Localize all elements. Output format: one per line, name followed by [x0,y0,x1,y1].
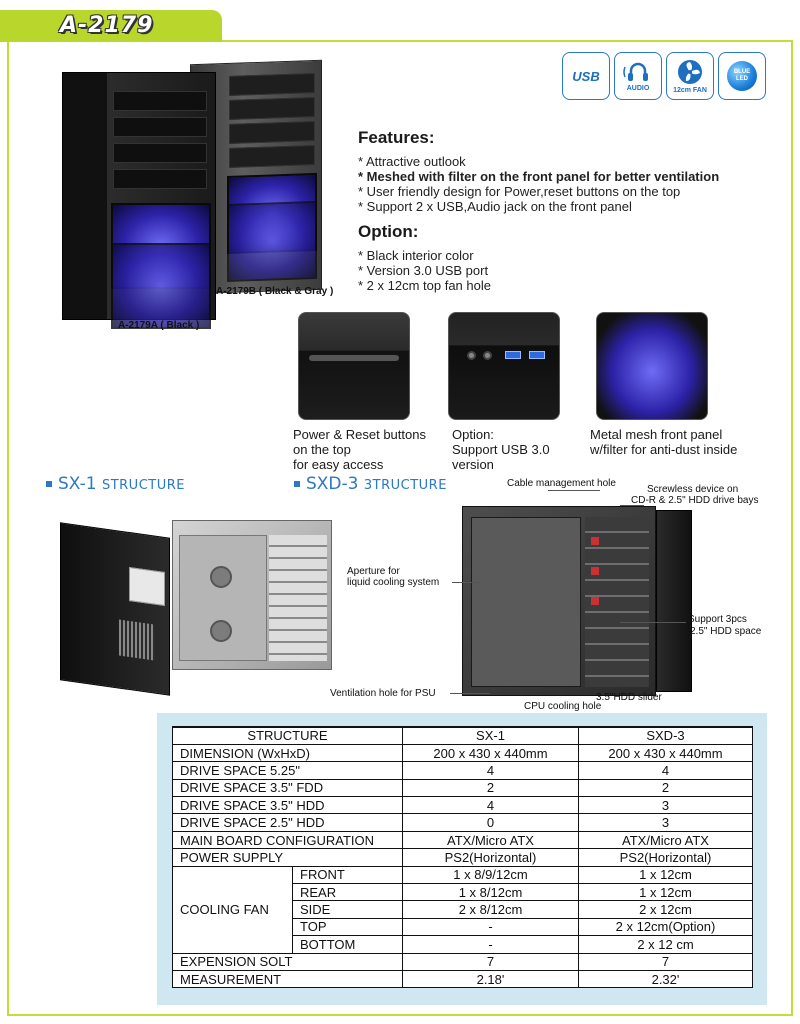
fan-label: 12cm FAN [673,86,707,94]
feature-item: * Attractive outlook [358,154,466,169]
caption-power: Power & Reset buttons on the top for eas… [293,427,426,472]
note-support-2: 2.5" HDD space [690,626,762,637]
caption-mesh: Metal mesh front panel w/filter for anti… [590,427,738,457]
caption-black-case: A-2179A ( Black ) [118,320,200,331]
leader-line [452,582,482,583]
blue-led-icon: BLUE LED [727,61,757,91]
model-title: A-2179 [60,13,154,38]
note-psu: Ventilation hole for PSU [330,688,436,699]
feature-item: * User friendly design for Power,reset b… [358,184,681,199]
heading-sxd3: SXD-3 3TRUCTURE [294,474,447,494]
leader-line [450,693,490,694]
caption-gray-case: A-2179B ( Black & Gray ) [216,286,334,297]
model-tab [0,10,222,42]
table-row: BOTTOM - 2 x 12 cm [173,935,753,954]
header-sxd3: SXD-3 [578,725,753,745]
fan-icon [678,59,702,84]
table-row: TOP - 2 x 12cm(Option) [173,917,753,937]
feature-item: * Support 2 x USB,Audio jack on the fron… [358,199,632,214]
audio-icon [623,62,648,81]
table-row: REAR 1 x 8/12cm 1 x 12cm [173,883,753,902]
note-screwless-2: CD-R & 2.5" HDD drive bays [631,495,759,506]
leader-line [548,490,600,491]
leader-line [620,622,686,623]
case-image-black [62,72,216,329]
caption-usb: Option: Support USB 3.0 version [452,427,550,472]
table-row: COOLING FAN FRONT 1 x 8/9/12cm 1 x 12cm [172,865,753,954]
photo-usb-ports [448,312,560,420]
fan-badge: 12cm FAN [666,52,714,100]
note-aperture-2: liquid cooling system [347,577,440,588]
note-cpu: CPU cooling hole [524,701,602,712]
table-row: SIDE 2 x 8/12cm 2 x 12cm [173,900,753,919]
sx1-chassis [172,520,332,670]
option-item: * Version 3.0 USB port [358,263,489,278]
leader-line [620,505,644,506]
feature-badges: USB AUDIO 12cm FAN BLUE LED [562,52,766,100]
usb-badge: USB [562,52,610,100]
spec-table-panel: STRUCTURE SX-1 SXD-3 DIMENSION (WxHxD) 2… [157,713,767,1005]
audio-badge: AUDIO [614,52,662,100]
features-block: Features: * Attractive outlook * Meshed … [358,128,778,299]
note-screwless-1: Screwless device on [647,484,739,495]
table-row: DIMENSION (WxHxD) 200 x 430 x 440mm 200 … [172,743,753,763]
option-title: Option: [358,222,419,241]
sxd3-chassis [462,506,656,696]
features-list: * Attractive outlook * Meshed with filte… [358,154,778,214]
header-sx1: SX-1 [402,725,579,745]
led-badge: BLUE LED [718,52,766,100]
sx1-side-door [60,522,170,696]
header-structure: STRUCTURE [172,725,403,745]
option-list: * Black interior color * Version 3.0 USB… [358,248,778,293]
sxd3-side-panel [656,510,692,692]
note-aperture-1: Aperture for [347,566,400,577]
photo-mesh-panel [596,312,708,420]
table-row: MAIN BOARD CONFIGURATION ATX/Micro ATX A… [172,830,753,850]
heading-sx1: SX-1 STRUCTURE [46,474,185,494]
cooling-fan-label: COOLING FAN [172,865,293,954]
feature-item: * Meshed with filter on the front panel … [358,169,720,184]
option-item: * Black interior color [358,248,474,263]
spec-table: STRUCTURE SX-1 SXD-3 DIMENSION (WxHxD) 2… [172,725,753,989]
option-item: * 2 x 12cm top fan hole [358,278,491,293]
note-support-1: Support 3pcs [688,614,747,625]
table-row: DRIVE SPACE 3.5" FDD 2 2 [172,778,753,798]
page-frame [7,40,793,1016]
table-row: DRIVE SPACE 2.5" HDD 0 3 [172,813,753,832]
photo-power-buttons [298,312,410,420]
table-row: EXPENSION SOLT 7 7 [172,952,753,971]
features-title: Features: [358,128,435,147]
table-row: MEASUREMENT 2.18' 2.32' [172,969,753,989]
audio-label: AUDIO [626,84,650,92]
usb-icon: USB [572,68,600,84]
table-row: DRIVE SPACE 3.5" HDD 4 3 [172,796,753,815]
note-cable: Cable management hole [507,478,616,489]
note-slider: 3.5"HDD slider [596,692,662,703]
table-row: POWER SUPPLY PS2(Horizontal) PS2(Horizon… [172,848,753,867]
table-row: DRIVE SPACE 5.25" 4 4 [172,761,753,780]
table-header-row: STRUCTURE SX-1 SXD-3 [172,725,753,745]
